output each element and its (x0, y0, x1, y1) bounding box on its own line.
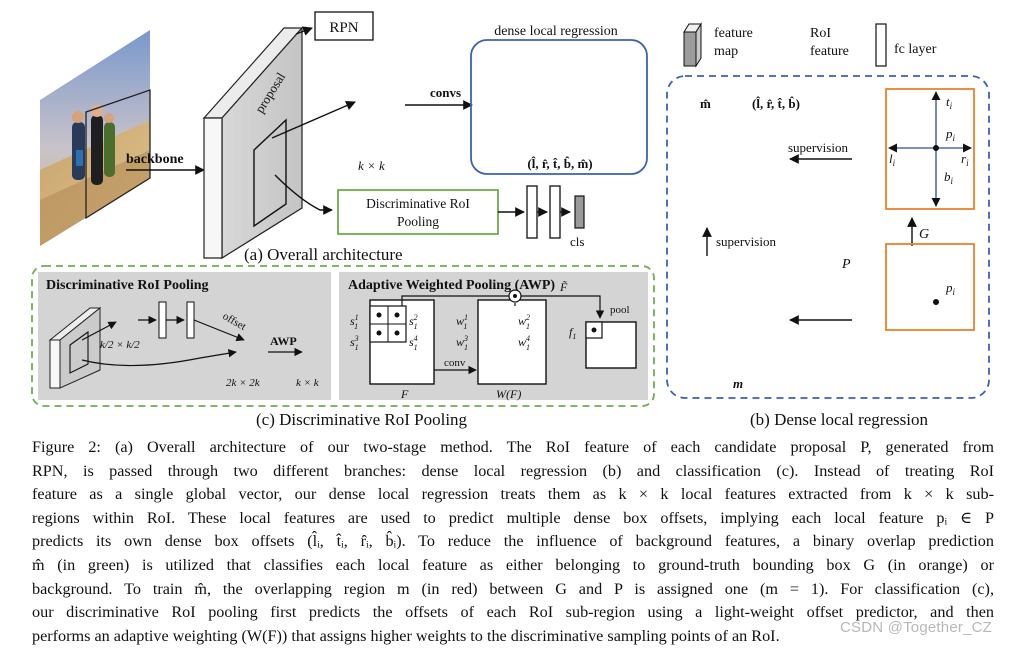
legend-roi-feature-line1: RoI (810, 26, 831, 41)
legend-roi-feature-line2: feature (810, 44, 849, 59)
m-label: m (733, 376, 743, 391)
offset-fc-2 (186, 301, 195, 339)
p-point-label: pi (945, 126, 956, 143)
f-tilde-label: F̃ (559, 280, 568, 294)
dense-local-regression: m̂ (l̂, r̂, t̂, b̂) supervision ti pi li… (666, 75, 990, 429)
drp-box-line2: Pooling (397, 214, 439, 229)
supervision-top-label: supervision (788, 140, 848, 155)
convs-label: convs (430, 85, 461, 100)
kxk-label: k × k (358, 158, 385, 173)
drp-panel-title: Discriminative RoI Pooling (46, 278, 209, 293)
figure-caption: Figure 2: (a) Overall architecture of ou… (32, 436, 994, 648)
legend-feature-map-line2: map (714, 44, 738, 59)
dense-outputs-label: (l̂, r̂, t̂, b̂, m̂) (527, 156, 592, 171)
p-proposal-label: P (841, 257, 851, 272)
caption-line-3: feature as a single global vector, our d… (32, 485, 994, 504)
conv-label: conv (444, 357, 466, 369)
offset-arrows (888, 91, 972, 207)
dense-regression-title: dense local regression (494, 24, 618, 39)
wf-feature-box (477, 299, 547, 385)
caption-line-9: performs an adaptive weighting (W(F)) th… (32, 626, 780, 645)
discriminative-roi-pooling: Discriminative RoI Pooling k/2 × k/2 off… (31, 265, 655, 429)
caption-line-1: Figure 2: (a) Overall architecture of ou… (32, 438, 994, 456)
l-offset-label: li (889, 151, 896, 168)
pool-label: pool (610, 304, 630, 316)
fc-layers (526, 185, 585, 239)
k2-label: k/2 × k/2 (100, 339, 140, 351)
awp-title: Adaptive Weighted Pooling (AWP) (348, 278, 555, 293)
drp-input-slab (48, 306, 102, 389)
backbone-feature-map: proposal (202, 26, 304, 260)
wf-label: W(F) (496, 387, 521, 401)
caption-line-7: background. To train m̂, the overlapping… (32, 579, 994, 598)
supervision-bottom-label: supervision (716, 234, 776, 249)
gt-box-top (885, 88, 975, 210)
drp-box-line1: Discriminative RoI (366, 196, 470, 211)
legend-feature-map-line1: feature (714, 26, 753, 41)
overall-architecture: backbone proposal RPN k × k convs dense … (40, 11, 648, 264)
caption-b: (b) Dense local regression (750, 410, 928, 429)
p-point-label-2: pi (945, 280, 956, 297)
rpn-label: RPN (329, 20, 358, 36)
caption-a: (a) Overall architecture (244, 245, 403, 264)
dense-dashed-frame (666, 75, 990, 399)
backbone-label: backbone (126, 152, 184, 167)
legend-feature-map-icon (683, 22, 702, 68)
b-offset-label: bi (944, 169, 954, 186)
kxk-label-c: k × k (296, 377, 320, 389)
f1-label: f1 (569, 325, 576, 341)
input-image (40, 30, 151, 246)
awp-arrow-label: AWP (270, 334, 297, 348)
caption-line-2: RPN, is passed through two different bra… (32, 461, 994, 480)
offset-fc-1 (158, 301, 167, 339)
r-offset-label: ri (961, 151, 969, 168)
dense-outputs-label-b: (l̂, r̂, t̂, b̂) (752, 96, 800, 111)
g-label: G (919, 227, 929, 242)
legend-fc-layer-label: fc layer (894, 42, 937, 57)
dense-regression-box (470, 39, 648, 175)
f-label: F (400, 387, 409, 401)
f-sample-grid (369, 305, 407, 343)
legend: feature map RoI feature fc layer (683, 22, 937, 68)
t-offset-label: ti (946, 94, 953, 111)
cls-label: cls (570, 234, 584, 249)
drp-dashed-frame (31, 265, 655, 407)
caption-line-6: m̂ (in green) is utilized that classifie… (32, 555, 994, 574)
twok-label: 2k × 2k (226, 377, 261, 389)
figure-2: backbone proposal RPN k × k convs dense … (31, 11, 990, 429)
rpn-box (314, 11, 374, 41)
m-hat-label: m̂ (700, 96, 711, 111)
watermark: CSDN @Together_CZ (840, 619, 993, 636)
drp-box (337, 189, 499, 235)
caption-line-8: our discriminative RoI pooling first pre… (32, 603, 994, 622)
caption-c: (c) Discriminative RoI Pooling (256, 410, 468, 429)
legend-fc-layer-icon (875, 23, 887, 67)
caption-line-4: regions within RoI. These local features… (32, 508, 994, 527)
people-silhouettes (72, 105, 115, 185)
caption-line-5: predicts its own dense box offsets (l̂ᵢ,… (32, 532, 994, 551)
gt-box-bottom (885, 243, 975, 331)
